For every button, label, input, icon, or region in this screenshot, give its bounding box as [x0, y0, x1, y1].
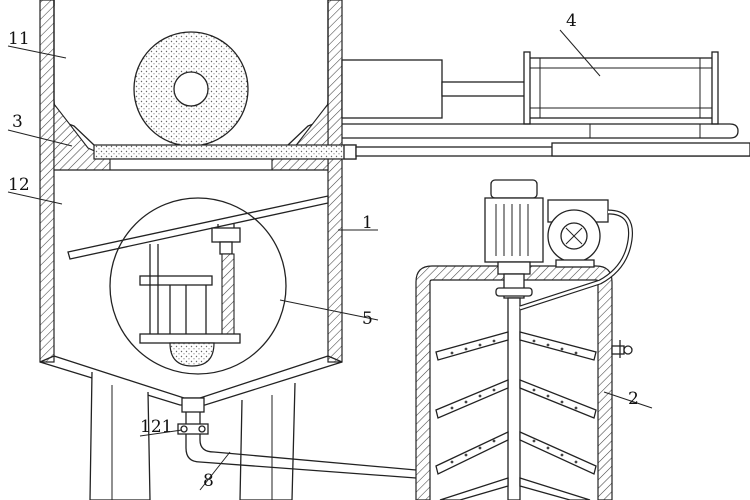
pipe-lower-edge [185, 412, 417, 479]
label-3: 3 [12, 112, 23, 132]
label-121: 121 [140, 417, 172, 437]
rail-upper [342, 123, 739, 139]
valve-121 [177, 423, 209, 435]
sieve-assembly [67, 195, 329, 375]
mixing-tank [415, 179, 634, 500]
outlet-neck [181, 397, 205, 413]
tower-legs [89, 371, 296, 500]
tank-wall [415, 265, 613, 500]
cylinder-body [526, 57, 715, 119]
cylinder-motor-box [341, 59, 443, 119]
rod-guide [551, 142, 750, 157]
pipe-upper-edge [199, 412, 417, 471]
vibrator-head [211, 227, 241, 243]
stir-shaft [507, 297, 521, 500]
cylinder-assembly [341, 51, 750, 157]
tower-right-wall [327, 0, 343, 363]
leg-left [89, 371, 151, 500]
frame-top-bar [139, 275, 213, 286]
vibrator-weight [169, 342, 215, 367]
sieve-plate [67, 195, 329, 260]
cylinder-rod [441, 81, 528, 97]
leader-lines [7, 29, 653, 491]
frame-bottom-bar [139, 333, 241, 344]
label-5: 5 [362, 309, 373, 329]
feed-pipe [177, 412, 417, 479]
label-8: 8 [203, 471, 214, 491]
air-hose [519, 210, 632, 310]
tower-left-wall [39, 0, 55, 363]
leg-right [239, 382, 296, 500]
motor-body [484, 197, 544, 263]
wedge-right [271, 102, 329, 171]
label-4: 4 [566, 11, 577, 31]
wedge-left [53, 102, 111, 171]
label-1: 1 [362, 213, 373, 233]
threaded-shaft [221, 253, 235, 339]
plate-end [343, 144, 357, 160]
label-12: 12 [8, 175, 30, 195]
detail-circle [109, 197, 287, 375]
label-2: 2 [628, 389, 639, 409]
roller [133, 31, 249, 147]
roller-hub [173, 71, 209, 107]
motor-cap [490, 179, 538, 199]
sliding-plate [93, 144, 357, 160]
label-11: 11 [8, 29, 30, 49]
